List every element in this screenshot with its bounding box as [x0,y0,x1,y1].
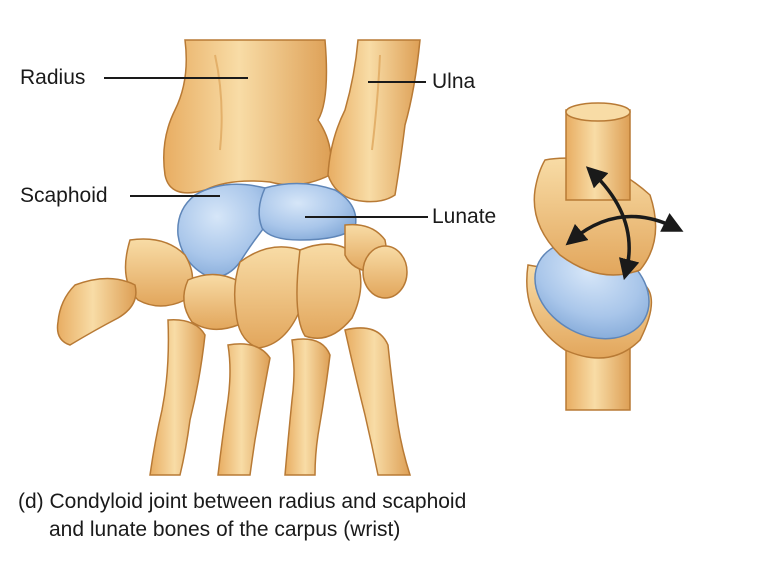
scaphoid-label: Scaphoid [20,184,108,207]
pisiform-bone [362,245,408,299]
upper-shaft [565,109,631,201]
abduction-adduction-arrow [565,212,684,246]
lunate-label: Lunate [432,205,497,228]
upper-shaft-top [565,102,631,122]
metacarpal-2 [149,319,206,476]
metacarpal-4 [284,338,331,476]
metacarpal-3 [217,343,271,476]
metacarpal-5 [344,327,412,476]
radius-bone [163,39,332,194]
ulna-label: Ulna [432,70,476,93]
figure-caption-line-2: and lunate bones of the carpus (wrist) [49,518,401,541]
radius-label: Radius [20,66,86,89]
condyloid-joint-model [526,102,684,411]
thumb-metacarpal [56,277,137,346]
capitate-bone [233,246,309,349]
ulna-bone [327,39,421,203]
lunate-bone [258,182,357,241]
figure-caption-line-1: (d) Condyloid joint between radius and s… [18,490,467,513]
leader-lines [104,77,428,218]
wrist-bones [56,39,421,476]
